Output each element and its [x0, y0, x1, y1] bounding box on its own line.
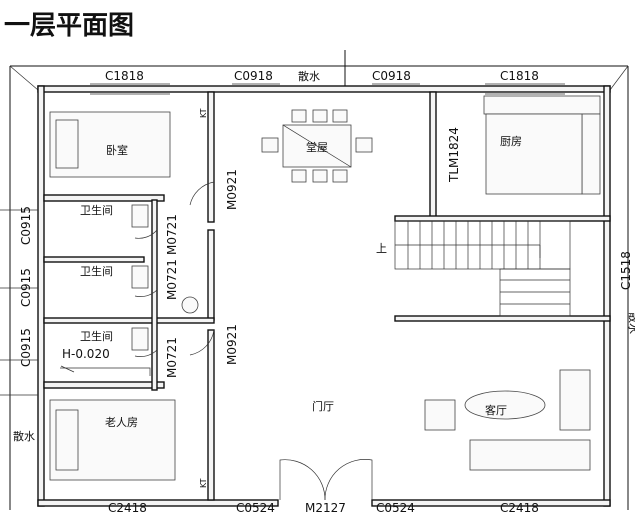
kitchen-counter [483, 95, 601, 195]
label-c1818-left: C1818 [105, 69, 144, 83]
label-m2127: M2127 [305, 501, 346, 513]
label-kt-bottom: KT [199, 478, 208, 488]
label-c1518: C1518 [619, 251, 633, 290]
bed-bottom [49, 399, 176, 481]
room-elder-bedroom: 老人房 [105, 416, 138, 429]
bath-fixtures [131, 204, 199, 351]
site-boundary [9, 50, 629, 510]
label-c0524-right: C0524 [376, 501, 415, 513]
label-c0524-left: C0524 [236, 501, 275, 513]
room-bath-3: 卫生间 [80, 329, 113, 343]
living-sofa [424, 369, 591, 471]
exterior-walls [37, 85, 611, 507]
label-c0915-3: C0915 [19, 328, 33, 367]
dining-table [261, 109, 373, 183]
interior-walls [43, 91, 611, 501]
label-drain-left: 散水 [13, 429, 35, 443]
label-drain-top: 散水 [298, 69, 320, 83]
label-m0921-bottom: M0921 [225, 324, 239, 365]
label-m0721-2: M0721 [165, 259, 179, 300]
left-dimension-lines [0, 209, 151, 396]
label-c0918-right: C0918 [372, 69, 411, 83]
room-bath-2: 卫生间 [80, 264, 113, 278]
label-c2418-left: C2418 [108, 501, 147, 513]
door-swings [134, 181, 373, 501]
label-m0721-1: M0721 [165, 214, 179, 255]
room-bedroom: 卧室 [106, 143, 128, 157]
label-c0918-left: C0918 [234, 69, 273, 83]
label-c1818-right: C1818 [500, 69, 539, 83]
label-c0915-2: C0915 [19, 268, 33, 307]
label-stair-up: 上 [376, 242, 387, 255]
bed-top [49, 111, 171, 178]
label-kt-top: KT [199, 108, 208, 118]
label-tlm1824: TLM1824 [447, 127, 461, 183]
room-dining: 堂屋 [306, 141, 328, 154]
plan-title: 一层平面图 [4, 11, 134, 41]
staircase [394, 220, 571, 317]
label-drain-right: 散水 [627, 312, 635, 334]
label-m0921-top: M0921 [225, 169, 239, 210]
label-c2418-right: C2418 [500, 501, 539, 513]
room-bath-1: 卫生间 [80, 203, 113, 217]
top-windows [90, 83, 565, 95]
label-c0915-1: C0915 [19, 206, 33, 245]
room-living: 客厅 [485, 403, 507, 417]
label-h-level: H-0.020 [62, 347, 110, 361]
label-m0721-3: M0721 [165, 337, 179, 378]
room-kitchen: 厨房 [500, 135, 522, 148]
room-foyer: 门厅 [312, 399, 334, 413]
